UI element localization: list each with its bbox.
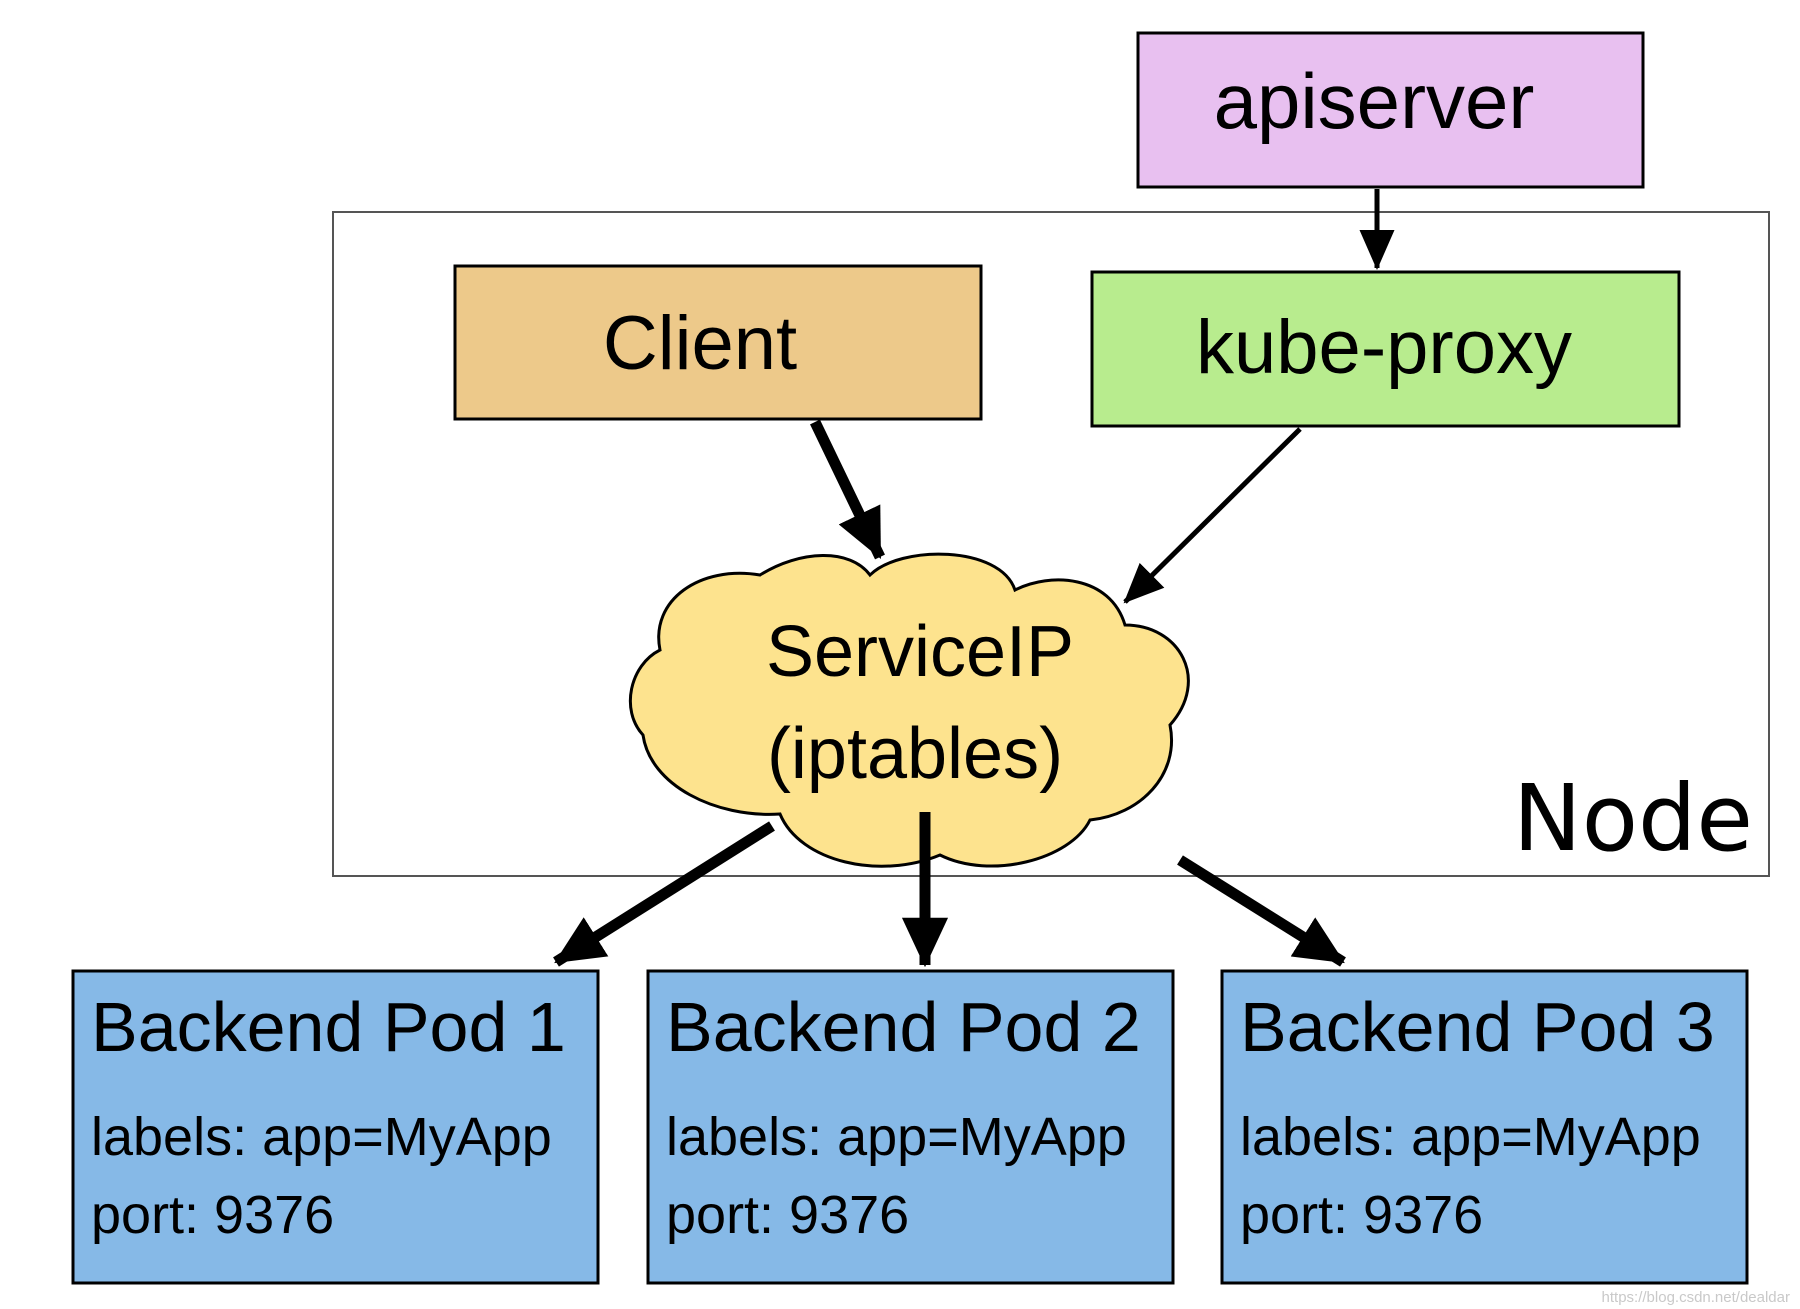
backend-pod-box [71,969,600,1285]
backend-pod-box [646,969,1175,1285]
service-ip-label-line1: ServiceIP [766,612,1074,692]
apiserver-label: apiserver [1214,57,1535,145]
backend-pod-box [1220,969,1749,1285]
backend-pod-port: port: 9376 [1240,1185,1483,1245]
backend-pod-labels: labels: app=MyApp [666,1107,1127,1167]
node-label: Node [1513,765,1753,872]
apiserver-box [1136,31,1645,189]
kube-proxy-label: kube-proxy [1196,305,1572,390]
watermark-text: https://blog.csdn.net/dealdar [1602,1289,1790,1306]
backend-pod-title: Backend Pod 3 [1240,988,1715,1066]
service-ip-label-line2: (iptables) [767,714,1063,794]
backend-pod-2: Backend Pod 2 labels: app=MyApp port: 93… [646,969,1175,1285]
client-label: Client [603,301,797,386]
arrow-client-to-service-ip [810,419,885,560]
client-box [453,264,983,421]
kube-proxy-box [1090,270,1681,428]
backend-pod-port: port: 9376 [91,1185,334,1245]
backend-pod-1: Backend Pod 1 labels: app=MyApp port: 93… [71,969,600,1285]
service-ip-cloud-shape [628,552,1190,868]
arrow-service-ip-to-pod-3 [1177,855,1346,967]
backend-pod-3: Backend Pod 3 labels: app=MyApp port: 93… [1220,969,1749,1285]
arrow-kube-proxy-to-service-ip [1123,427,1302,604]
backend-pod-title: Backend Pod 2 [666,988,1141,1066]
backend-pod-port: port: 9376 [666,1185,909,1245]
backend-pod-labels: labels: app=MyApp [1240,1107,1701,1167]
backend-pod-labels: labels: app=MyApp [91,1107,552,1167]
service-ip-cloud: ServiceIP (iptables) [628,552,1190,868]
arrow-service-ip-to-pod-1 [553,821,775,967]
backend-pod-title: Backend Pod 1 [91,988,566,1066]
